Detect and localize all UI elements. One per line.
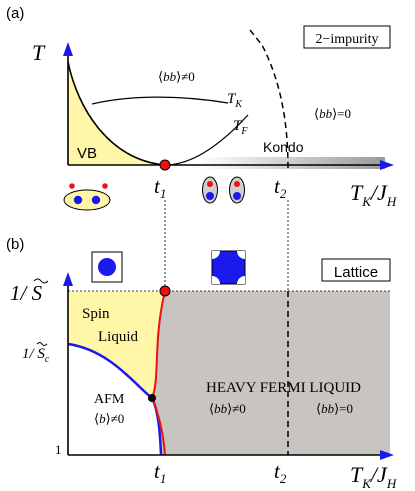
heavy-fermi-pictogram <box>211 250 246 285</box>
y-critical-tilde <box>36 342 48 346</box>
two-impurity-box <box>303 25 391 49</box>
t1-critical-point <box>159 159 171 171</box>
panel-b-x-label: TK/JH <box>350 462 397 491</box>
top-critical-point <box>159 285 171 297</box>
panel-a-y-arrowhead <box>63 42 73 56</box>
t2-label-b: t2 <box>274 459 287 486</box>
valence-bond-pictogram <box>63 183 111 211</box>
heavy-fermi-liquid-region <box>152 291 390 455</box>
bb-zero-label-a: ⟨bb⟩=0 <box>314 106 351 121</box>
t2-label-a: t2 <box>274 174 287 201</box>
panel-b: (b) Lattice <box>6 236 397 491</box>
t1-label-b: t1 <box>154 459 166 486</box>
panel-b-y-arrowhead <box>63 272 73 286</box>
y-critical-label: 1/ Sc <box>22 346 50 365</box>
b-nonzero-label: ⟨b⟩≠0 <box>94 411 124 426</box>
afm-label: AFM <box>94 392 125 407</box>
spin-liquid-region <box>68 291 165 398</box>
panel-a-x-label: TK/JH <box>350 180 397 209</box>
t1-label-a: t1 <box>154 174 166 201</box>
kondo-screened-pictogram <box>202 176 245 204</box>
y-top-label: 1/ S <box>10 281 43 305</box>
y-bottom-label: 1 <box>55 442 62 457</box>
panel-a-label: (a) <box>6 5 24 22</box>
tf-curve <box>164 114 249 166</box>
panel-a-x-arrowhead <box>380 160 394 170</box>
bb-nonzero-label-b: ⟨bb⟩≠0 <box>209 401 246 416</box>
tricritical-point <box>148 394 156 402</box>
panel-a-y-label: T <box>32 40 46 65</box>
two-impurity-label: 2−impurity <box>315 32 378 47</box>
t2-dashed-boundary <box>249 29 289 169</box>
heavy-fermi-liquid-label: HEAVY FERMI LIQUID <box>206 380 361 396</box>
spin-liquid-pictogram <box>91 251 123 283</box>
vb-boundary-curve <box>67 61 166 166</box>
y-top-tilde <box>33 278 49 284</box>
bb-nonzero-label-a: ⟨bb⟩≠0 <box>158 69 195 84</box>
panel-a: (a) 2−impurity T VB Kondo ⟨bb⟩≠0 ⟨bb⟩=0 … <box>6 5 397 211</box>
tk-label: TK <box>227 91 243 110</box>
vb-label: VB <box>77 145 97 162</box>
vb-region <box>68 62 165 165</box>
liquid-label: Liquid <box>98 329 138 345</box>
panel-b-label: (b) <box>6 236 24 253</box>
lattice-box <box>321 258 391 282</box>
kondo-label: Kondo <box>263 139 304 155</box>
lattice-label: Lattice <box>334 264 378 281</box>
panel-b-x-arrowhead <box>380 450 394 460</box>
spin-label: Spin <box>82 306 110 322</box>
bb-zero-label-b: ⟨bb⟩=0 <box>316 401 353 416</box>
tk-curve <box>91 96 229 105</box>
kondo-band <box>200 157 385 169</box>
tf-label: TF <box>233 118 248 137</box>
